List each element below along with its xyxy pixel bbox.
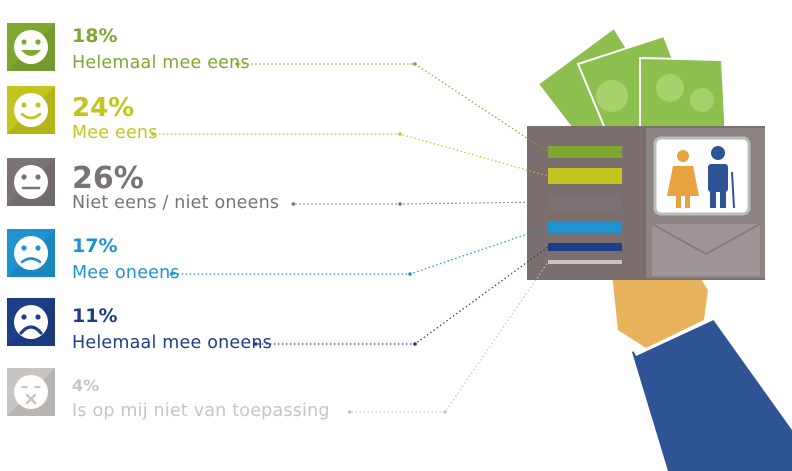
man-head bbox=[711, 146, 725, 160]
man-leg bbox=[720, 192, 726, 208]
leader-dot bbox=[347, 410, 352, 414]
category-label: Mee oneens bbox=[72, 263, 180, 283]
hand-palm bbox=[612, 262, 708, 348]
leader-line-5 bbox=[257, 246, 549, 345]
leader-dot bbox=[291, 202, 296, 206]
woman-body bbox=[667, 166, 699, 196]
wallet-flap bbox=[651, 223, 761, 256]
leader-dot bbox=[151, 132, 155, 136]
leader-dot bbox=[254, 342, 258, 346]
leader-line-4 bbox=[173, 226, 549, 275]
man-leg bbox=[710, 192, 716, 208]
value-label: 24% bbox=[72, 92, 135, 123]
wallet-stripe-3 bbox=[548, 194, 622, 210]
leader-dot bbox=[235, 62, 239, 66]
very-sad-face-icon bbox=[7, 298, 55, 346]
value-label: 26% bbox=[72, 160, 144, 196]
wallet-illustration bbox=[527, 26, 792, 471]
man-body bbox=[708, 164, 728, 192]
leader-dot bbox=[413, 62, 417, 66]
value-label: 11% bbox=[72, 305, 118, 328]
category-label: Mee eens bbox=[72, 123, 158, 143]
leader-dot bbox=[408, 272, 412, 276]
not-applicable-face-icon bbox=[7, 368, 55, 416]
leader-dot bbox=[169, 272, 174, 276]
leader-dot bbox=[413, 342, 417, 346]
value-label: 17% bbox=[72, 235, 118, 258]
woman-head bbox=[677, 150, 689, 162]
category-label: Is op mij niet van toepassing bbox=[72, 401, 330, 421]
category-label: Niet eens / niet oneens bbox=[72, 193, 280, 213]
leader-dot bbox=[398, 132, 402, 136]
wallet-pocket bbox=[652, 224, 760, 276]
wallet-stripe-6 bbox=[548, 260, 622, 264]
money-note-circle bbox=[596, 80, 628, 112]
category-label: Helemaal mee eens bbox=[72, 53, 250, 73]
leader-line-2 bbox=[154, 133, 549, 177]
leader-line-6 bbox=[351, 261, 549, 413]
sad-face-icon bbox=[7, 229, 55, 277]
legend-lines bbox=[151, 62, 549, 414]
value-label: 18% bbox=[72, 25, 118, 48]
leader-dot bbox=[443, 410, 447, 414]
walking-cane bbox=[731, 171, 735, 209]
money-note-circle bbox=[690, 88, 714, 112]
leader-line-3 bbox=[295, 201, 549, 205]
wallet-stripe-5 bbox=[548, 243, 622, 251]
neutral-face-icon bbox=[7, 158, 55, 206]
sleeve-shape bbox=[632, 318, 792, 471]
wallet-stripe-2 bbox=[548, 168, 622, 184]
leader-line-1 bbox=[239, 63, 549, 153]
leader-dot bbox=[398, 202, 402, 206]
category-label: Helemaal mee oneens bbox=[72, 333, 272, 353]
photo-frame bbox=[653, 136, 751, 216]
money-note-circle bbox=[656, 74, 684, 102]
very-happy-face-icon bbox=[7, 23, 55, 71]
wallet-stripe-1 bbox=[548, 146, 622, 158]
happy-face-icon bbox=[7, 86, 55, 134]
woman-leg bbox=[685, 196, 690, 208]
elderly-couple-icon bbox=[667, 146, 735, 209]
value-label: 4% bbox=[72, 376, 100, 396]
wallet-stripe-4 bbox=[548, 221, 622, 233]
woman-leg bbox=[676, 196, 681, 208]
wallet-icon bbox=[527, 126, 765, 280]
